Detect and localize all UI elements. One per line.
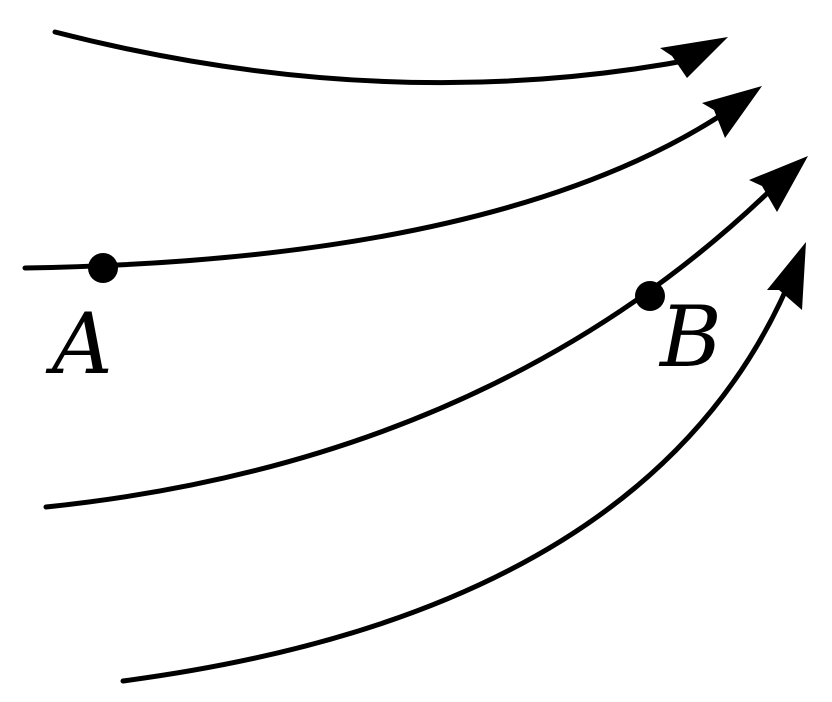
arrow-head-icon bbox=[749, 156, 808, 212]
field-line-3 bbox=[43, 173, 788, 510]
field-line-2 bbox=[22, 103, 738, 271]
field-line-1 bbox=[52, 29, 703, 86]
point-a-label: A bbox=[45, 295, 113, 393]
point-a-dot bbox=[88, 253, 118, 283]
point-b-dot bbox=[635, 281, 665, 311]
arrow-head-icon bbox=[767, 242, 806, 310]
point-b-label: B bbox=[658, 288, 722, 386]
field-line-4 bbox=[120, 263, 799, 684]
arrow-head-icon bbox=[702, 86, 762, 138]
arrow-head-icon bbox=[660, 37, 728, 78]
